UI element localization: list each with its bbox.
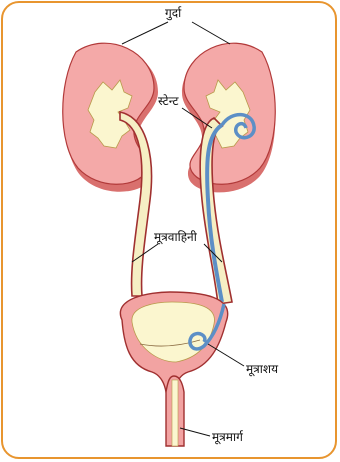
kidney-leader-right bbox=[192, 22, 230, 44]
ureter-label: मूत्रवाहिनी bbox=[154, 230, 197, 244]
bladder-label: मूत्राशय bbox=[246, 362, 278, 376]
kidney-label: गुर्दा bbox=[165, 6, 181, 20]
bladder-leader bbox=[208, 344, 244, 366]
stent-label: स्टेन्ट bbox=[158, 94, 179, 108]
urethra-label: मूत्रमार्ग bbox=[212, 430, 243, 444]
kidney-leader-left bbox=[122, 22, 168, 44]
urethra-lumen bbox=[172, 380, 178, 446]
